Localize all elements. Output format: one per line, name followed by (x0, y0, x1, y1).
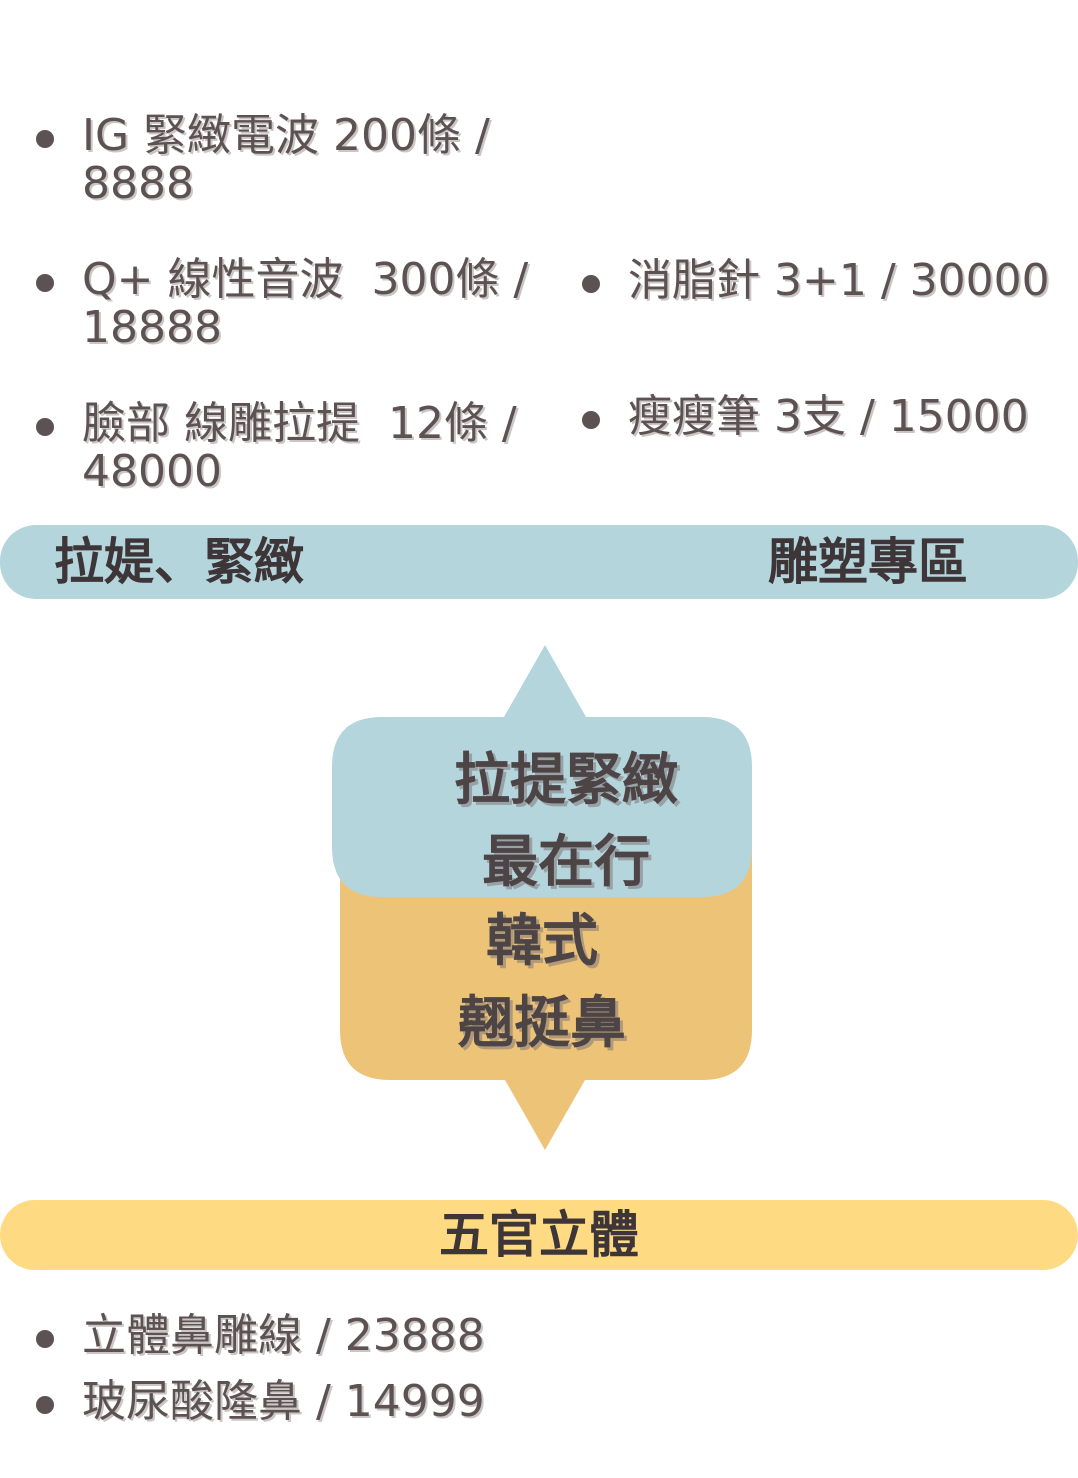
list-item: Q+ 線性音波 300條 / 18888 (36, 256, 556, 352)
sculpt-price-list: 消脂針 3+1 / 30000 瘦瘦筆 3支 / 15000 (582, 257, 1062, 529)
nose-banner-title: 五官立體 (439, 1206, 639, 1264)
blue-card-text: 拉提緊緻 最在行 (356, 740, 776, 904)
center-promo-graphic: 拉提緊緻 最在行 韓式 翹挺鼻 (332, 645, 752, 1155)
orange-card-line: 翹挺鼻 (458, 991, 626, 1056)
promo-shapes (332, 645, 752, 1150)
list-item: 臉部 線雕拉提 12條 / 48000 (36, 400, 556, 496)
orange-card-shape (340, 845, 752, 1150)
list-item: IG 緊緻電波 200條 / 8888 (36, 112, 556, 208)
orange-card-text: 韓式 翹挺鼻 (332, 901, 752, 1065)
nose-banner: 五官立體 (0, 1200, 1078, 1270)
orange-card-line: 韓式 (486, 909, 598, 974)
list-item: 玻尿酸隆鼻 / 14999 (36, 1378, 736, 1426)
blue-card-shape (332, 645, 752, 897)
lifting-banner-title: 拉媞、緊緻 (54, 533, 304, 591)
blue-card-line: 拉提緊緻 (454, 748, 678, 813)
lifting-sculpt-banner: 拉媞、緊緻 雕塑專區 (0, 525, 1078, 599)
nose-price-list: 立體鼻雕線 / 23888 玻尿酸隆鼻 / 14999 (36, 1312, 736, 1444)
list-item: 立體鼻雕線 / 23888 (36, 1312, 736, 1360)
list-item: 消脂針 3+1 / 30000 (582, 257, 1062, 305)
blue-card-line: 最在行 (482, 830, 650, 895)
list-item: 瘦瘦筆 3支 / 15000 (582, 393, 1062, 441)
sculpt-banner-title: 雕塑專區 (768, 533, 968, 591)
lifting-price-list: IG 緊緻電波 200條 / 8888 Q+ 線性音波 300條 / 18888… (36, 112, 556, 544)
